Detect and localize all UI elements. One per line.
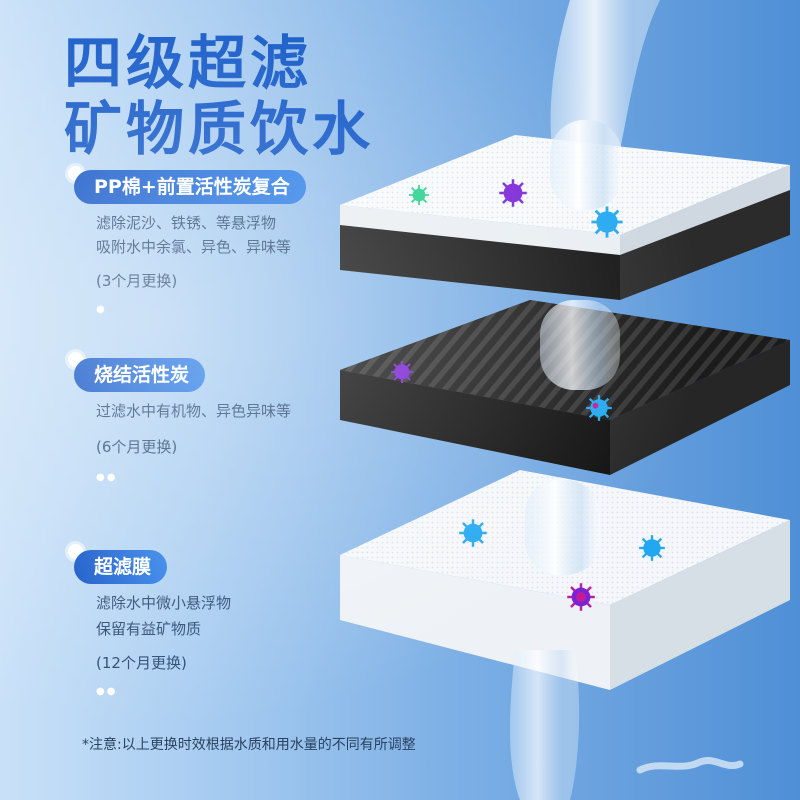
stage-2-title-pill: 烧结活性炭 [74,358,206,392]
stage-1-replace-interval: (3个月更换) [96,272,178,290]
stage-3-title-pill: 超滤膜 [74,550,168,584]
water-drop-icon: ● [106,686,118,697]
microbe-icon [639,535,665,561]
stage-1-desc-line-1: 滤除泥沙、铁锈、等悬浮物 [96,214,277,232]
water-drop-icon: ● [106,304,118,315]
water-drop-icon: ● [117,686,129,697]
stage-1-desc-line-2: 吸附水中余氯、异色、异味等 [96,238,292,256]
stage-3-water-level-icon: ●●● [96,686,128,697]
headline-line-2: 矿物质饮水 [64,95,375,163]
microbe-icon [591,206,623,238]
stage-2-replace-interval: (6个月更换) [96,438,178,456]
stage-1-water-level-icon: ●●● [96,304,128,315]
water-drop-icon: ● [106,472,118,483]
microbe-icon [391,361,413,383]
water-drop-icon: ● [96,472,107,483]
stage-3-replace-interval: (12个月更换) [96,654,187,672]
microbe-icon [567,583,595,611]
stage-3-desc-line-1: 滤除水中微小悬浮物 [96,594,232,612]
microbe-icon [586,395,612,421]
filter-illustration [340,0,790,800]
stage-1-title-pill: PP棉+前置活性炭复合 [74,170,306,204]
water-drop-icon: ● [96,686,107,697]
microbe-icon [499,179,527,207]
stage-2-desc-line-1: 过滤水中有机物、异色异味等 [96,402,292,420]
water-drop-icon: ● [117,472,129,483]
stage-3-desc-line-2: 保留有益矿物质 [96,620,202,638]
stage-2-water-level-icon: ●●● [96,472,128,483]
microbe-icon [459,519,487,547]
footnote: *注意:以上更换时效根据水质和用水量的不同有所调整 [82,737,416,753]
water-drop-icon: ● [117,304,129,315]
water-drop-icon: ● [96,304,107,315]
microbe-icon [408,184,430,206]
headline-line-1: 四级超滤 [64,29,313,97]
